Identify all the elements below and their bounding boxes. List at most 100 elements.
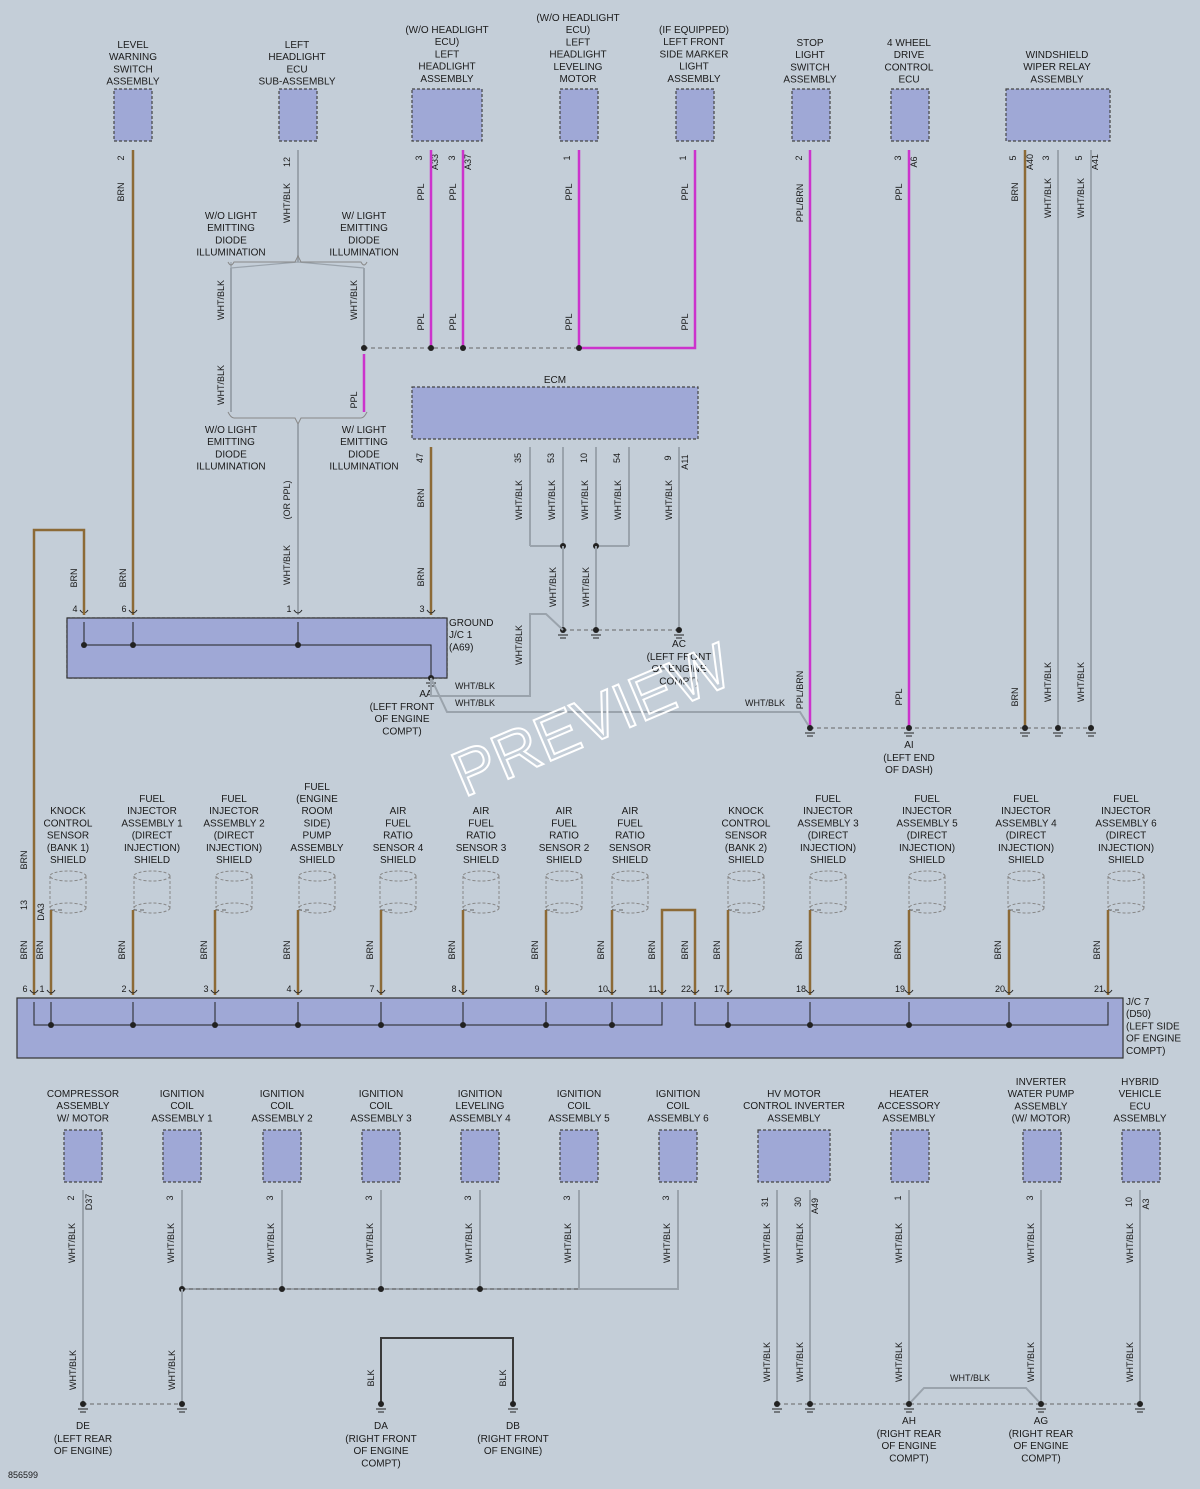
pin-number: 5 <box>1008 155 1018 160</box>
hv-motor-inverter <box>757 1129 831 1183</box>
level-warning-switch <box>113 88 153 142</box>
ground-code: AG <box>1034 1416 1049 1427</box>
wire-color-label: WHT/BLK <box>455 698 495 708</box>
junction-label: COMPT) <box>1126 1046 1165 1057</box>
shield-label: FUEL <box>551 818 577 829</box>
shield-symbol <box>298 870 336 882</box>
wire-color-label: BRN <box>794 940 804 959</box>
option-label: EMITTING <box>207 223 255 234</box>
shield-label: AIR <box>622 806 639 817</box>
branch-bracket <box>227 254 368 266</box>
wire-color-label: WHT/BLK <box>282 545 292 585</box>
shield-symbol <box>133 870 171 882</box>
wire-color-label: WHT/BLK <box>894 1342 904 1382</box>
component-label: SUB-ASSEMBLY <box>258 77 335 88</box>
wire-color-label: PPL <box>448 183 458 200</box>
component-label: ASSEMBLY 4 <box>449 1113 511 1124</box>
ground-code: DA <box>374 1421 388 1432</box>
option-label: EMITTING <box>340 437 388 448</box>
pin-number: 2 <box>794 155 804 160</box>
component-label: ACCESSORY <box>878 1101 941 1112</box>
wire-color-label: BRN <box>117 940 127 959</box>
ground-location: COMPT) <box>361 1458 400 1469</box>
component-label: ECU) <box>566 25 590 36</box>
shield-label: (ENGINE <box>296 794 338 805</box>
ecm <box>411 386 699 440</box>
windshield-wiper-relay <box>1005 88 1111 142</box>
shield-symbol <box>462 870 500 882</box>
option-label: ILLUMINATION <box>329 462 398 473</box>
shield-symbol <box>215 902 253 914</box>
shield-label: FUEL <box>304 782 330 793</box>
shield-label: (DIRECT <box>808 831 849 842</box>
option-label: W/O LIGHT <box>205 211 257 222</box>
ground-point <box>807 1401 813 1407</box>
4wd-control-ecu <box>890 88 930 142</box>
shield-label: SHIELD <box>546 855 582 866</box>
shield-label: ASSEMBLY 5 <box>896 818 958 829</box>
wire-color-label: BRN <box>199 940 209 959</box>
wire-color-label: BRN <box>530 940 540 959</box>
component-label: COIL <box>270 1101 294 1112</box>
component-label: SWITCH <box>113 64 152 75</box>
component-label: ASSEMBLY <box>1030 74 1083 85</box>
wire-color-label: WHT/BLK <box>514 480 524 520</box>
pin-number: 3 <box>165 1195 175 1200</box>
shield-label: (DIRECT <box>1006 831 1047 842</box>
shield-symbol <box>545 902 583 914</box>
shield-label: ASSEMBLY 1 <box>121 818 183 829</box>
shield-symbol <box>298 902 336 914</box>
junction-label: OF ENGINE <box>1126 1034 1181 1045</box>
pin-number: 3 <box>364 1195 374 1200</box>
shield-label: (DIRECT <box>907 831 948 842</box>
shield-label: ASSEMBLY 2 <box>203 818 265 829</box>
component-label: DRIVE <box>894 50 925 61</box>
component-label: HEADLIGHT <box>418 62 475 73</box>
shield-label: FUEL <box>815 794 841 805</box>
pin-number: 4 <box>72 604 77 614</box>
option-label: W/ LIGHT <box>342 425 386 436</box>
option-label: EMITTING <box>340 223 388 234</box>
splice-dot <box>378 1022 384 1028</box>
component-label: ECU <box>898 75 919 86</box>
component-label: ASSEMBLY <box>767 1113 820 1124</box>
shield-symbol <box>545 870 583 882</box>
wire-color-label: BLK <box>498 1369 508 1386</box>
wire-color-label: PPL/BRN <box>795 184 805 223</box>
shield-symbol <box>1107 870 1145 882</box>
shield-symbol <box>1107 902 1145 914</box>
hybrid-vehicle-ecu <box>1121 1129 1161 1183</box>
pin-mark <box>607 989 617 994</box>
pin-number: 1 <box>39 984 44 994</box>
pin-number: 21 <box>1094 984 1104 994</box>
ground-location: OF ENGINE) <box>54 1446 112 1457</box>
pin-number: 53 <box>546 453 556 463</box>
shield-symbol <box>49 902 87 914</box>
left-headlight-assembly <box>411 88 483 142</box>
pin-number: 1 <box>562 155 572 160</box>
option-label: W/ LIGHT <box>342 211 386 222</box>
wire-color-label: WHT/BLK <box>795 1342 805 1382</box>
wire-color-label: WHT/BLK <box>547 480 557 520</box>
shield-label: SHIELD <box>728 855 764 866</box>
ground-location: OF ENGINE <box>374 714 429 725</box>
ground-location: (LEFT END <box>883 753 935 764</box>
pin-number: 12 <box>282 157 292 167</box>
pin-number: 31 <box>760 1197 770 1207</box>
shield-label: (DIRECT <box>132 831 173 842</box>
wire-color-label: WHT/BLK <box>1076 178 1086 218</box>
wire-color-label: WHT/BLK <box>795 1223 805 1263</box>
component-label: ASSEMBLY <box>1014 1101 1067 1112</box>
splice-dot <box>130 642 136 648</box>
wire-color-label: PPL <box>416 183 426 200</box>
splice-dot <box>212 1022 218 1028</box>
wire-color-label: BRN <box>416 567 426 586</box>
component-label: LEFT <box>435 49 459 60</box>
ground-point <box>676 627 682 633</box>
option-label: DIODE <box>215 235 247 246</box>
pin-mark <box>541 989 551 994</box>
shield-label: (BANK 2) <box>725 843 767 854</box>
pin-number: 17 <box>714 984 724 994</box>
bottom-component <box>559 1129 599 1183</box>
wire-color-label: WHT/BLK <box>1125 1342 1135 1382</box>
